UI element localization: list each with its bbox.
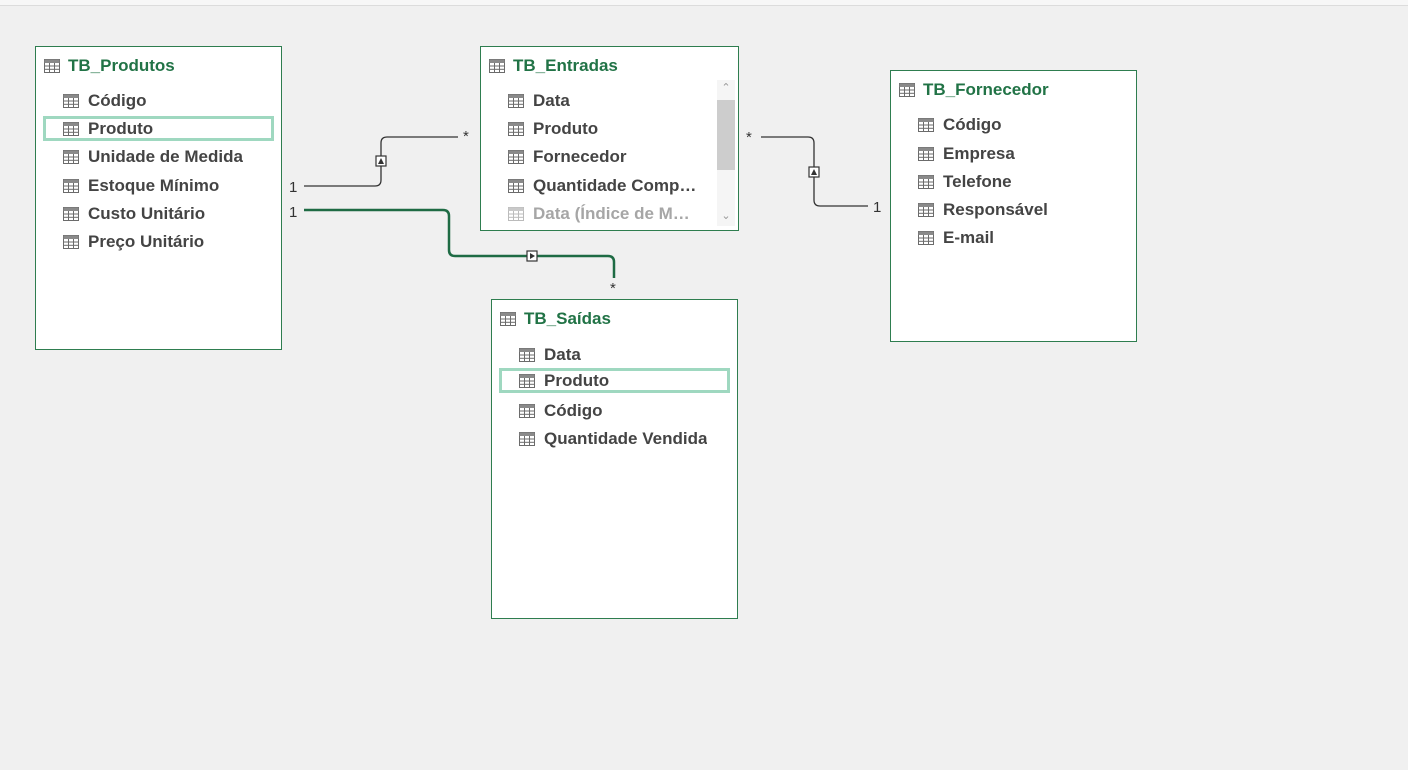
relationship-fornecedor-entradas[interactable]: * 1 xyxy=(746,129,881,216)
field-label: Fornecedor xyxy=(533,146,627,166)
table-title: TB_Saídas xyxy=(524,309,611,328)
table-icon xyxy=(519,373,535,388)
field-item-hidden[interactable]: Data (Índice de M… xyxy=(508,201,713,226)
cardinality-one-label: 1 xyxy=(289,179,297,196)
table-icon xyxy=(489,59,505,73)
field-item[interactable]: Empresa xyxy=(918,141,1015,166)
field-label: E-mail xyxy=(943,227,995,247)
table-icon xyxy=(918,117,934,132)
vertical-scrollbar[interactable]: ⌃ ⌄ xyxy=(717,80,735,226)
relationship-produtos-entradas[interactable]: 1 * xyxy=(289,128,469,196)
field-item[interactable]: Telefone xyxy=(918,169,1012,194)
table-icon xyxy=(519,347,535,362)
field-item[interactable]: Produto xyxy=(508,116,713,141)
table-title: TB_Fornecedor xyxy=(923,80,1049,99)
field-label: Preço Unitário xyxy=(88,231,205,251)
field-label: Produto xyxy=(544,370,610,390)
field-label: Produto xyxy=(533,118,599,138)
field-label: Telefone xyxy=(943,171,1012,191)
relationship-produtos-saidas[interactable]: 1 * xyxy=(289,204,616,297)
table-icon xyxy=(899,83,915,97)
table-card-entradas[interactable]: TB_Entradas Data Produto Fornecedor Quan… xyxy=(480,46,739,231)
chevron-down-icon[interactable]: ⌄ xyxy=(721,210,731,222)
field-item[interactable]: Quantidade Vendida xyxy=(519,426,707,451)
field-label: Responsável xyxy=(943,199,1048,219)
cardinality-many-label: * xyxy=(746,129,752,146)
field-label: Custo Unitário xyxy=(88,203,206,223)
field-label: Data (Índice de M… xyxy=(533,203,690,223)
field-item[interactable]: Fornecedor xyxy=(508,144,713,169)
field-item[interactable]: Unidade de Medida xyxy=(63,144,243,169)
top-strip xyxy=(0,0,1408,6)
table-icon xyxy=(918,174,934,189)
scrollbar-thumb[interactable] xyxy=(717,100,735,170)
cardinality-many-label: * xyxy=(610,280,616,297)
table-card-saidas[interactable]: TB_Saídas Data Produto Código Quantidade… xyxy=(491,299,738,619)
field-label: Empresa xyxy=(943,143,1015,163)
table-icon xyxy=(918,230,934,245)
table-icon xyxy=(63,149,79,164)
table-header[interactable]: TB_Produtos xyxy=(44,56,175,76)
chevron-up-icon[interactable]: ⌃ xyxy=(721,82,731,94)
table-icon xyxy=(508,206,524,221)
table-icon xyxy=(500,312,516,326)
table-icon xyxy=(63,206,79,221)
table-icon xyxy=(63,178,79,193)
field-label: Código xyxy=(544,400,603,420)
table-icon xyxy=(508,93,524,108)
table-card-produtos[interactable]: TB_Produtos Código Produto Unidade de Me… xyxy=(35,46,282,350)
table-icon xyxy=(44,59,60,73)
field-item[interactable]: Quantidade Comp… xyxy=(508,173,713,198)
table-icon xyxy=(508,178,524,193)
table-icon xyxy=(508,121,524,136)
table-card-fornecedor[interactable]: TB_Fornecedor Código Empresa Telefone Re… xyxy=(890,70,1137,342)
table-icon xyxy=(519,431,535,446)
table-icon xyxy=(508,149,524,164)
field-item[interactable]: Responsável xyxy=(918,197,1048,222)
field-label: Unidade de Medida xyxy=(88,146,243,166)
table-icon xyxy=(918,146,934,161)
field-item[interactable]: Preço Unitário xyxy=(63,229,204,254)
field-item[interactable]: Custo Unitário xyxy=(63,201,205,226)
table-icon xyxy=(918,202,934,217)
table-icon xyxy=(63,121,79,136)
field-label: Código xyxy=(943,114,1002,134)
table-title: TB_Produtos xyxy=(68,56,175,75)
field-label: Quantidade Vendida xyxy=(544,428,708,448)
cardinality-many-label: * xyxy=(463,128,469,145)
field-item[interactable]: Estoque Mínimo xyxy=(63,173,219,198)
field-label: Data xyxy=(544,344,581,364)
table-header[interactable]: TB_Entradas xyxy=(489,56,618,76)
field-label: Estoque Mínimo xyxy=(88,175,220,195)
field-item[interactable]: Data xyxy=(508,88,713,113)
field-item[interactable]: Data xyxy=(519,342,581,367)
field-label: Produto xyxy=(88,118,154,138)
table-icon xyxy=(519,403,535,418)
table-header[interactable]: TB_Fornecedor xyxy=(899,80,1049,100)
field-item[interactable]: Código xyxy=(63,88,147,113)
table-header[interactable]: TB_Saídas xyxy=(500,309,611,329)
cardinality-one-label: 1 xyxy=(289,204,297,221)
field-item-selected[interactable]: Produto xyxy=(499,368,730,393)
field-label: Código xyxy=(88,90,147,110)
cardinality-one-label: 1 xyxy=(873,199,881,216)
table-icon xyxy=(63,234,79,249)
field-item[interactable]: Código xyxy=(918,112,1002,137)
table-title: TB_Entradas xyxy=(513,56,618,75)
field-item[interactable]: E-mail xyxy=(918,225,994,250)
field-label: Data xyxy=(533,90,570,110)
field-item[interactable]: Código xyxy=(519,398,603,423)
field-item-selected[interactable]: Produto xyxy=(43,116,274,141)
table-icon xyxy=(63,93,79,108)
field-label: Quantidade Comp… xyxy=(533,175,697,195)
